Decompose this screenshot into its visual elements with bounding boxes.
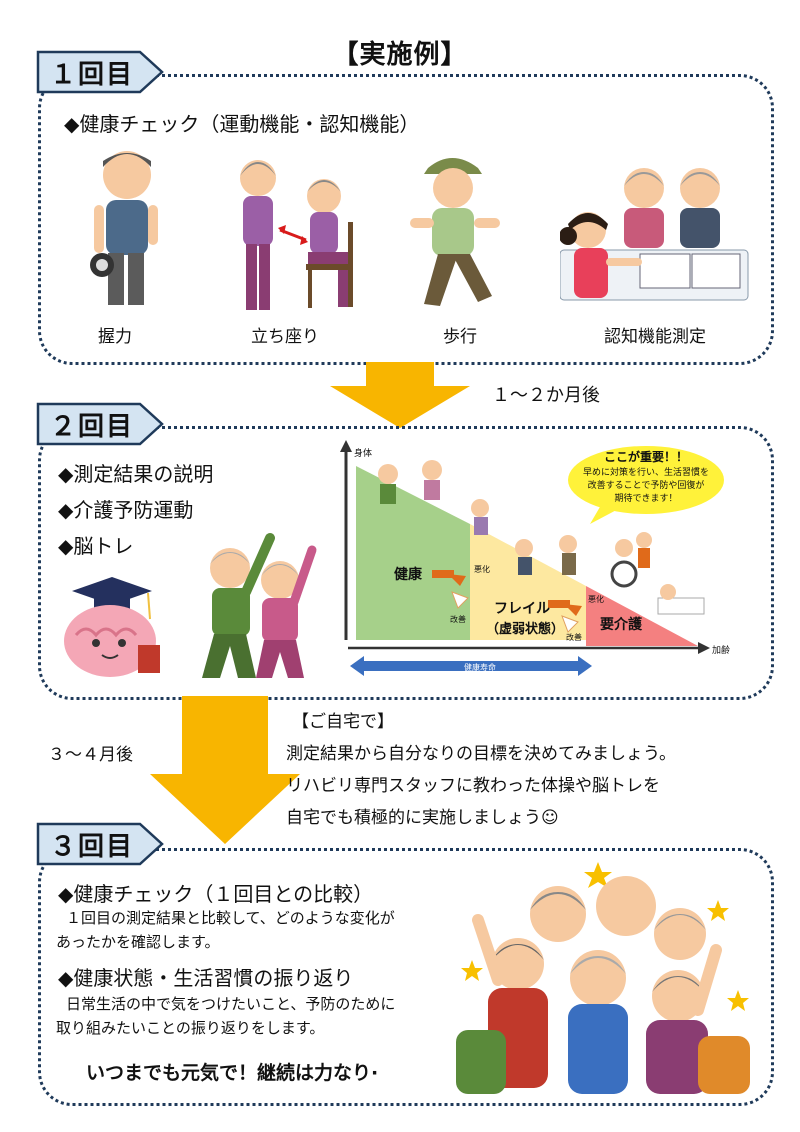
- session1-tab-label: １回目: [50, 60, 135, 90]
- bubble-line-3: 期待できます！: [614, 494, 678, 504]
- bubble-title: ここが重要！！: [603, 450, 688, 464]
- home-line-1: 測定結果から自分なりの目標を決めてみましょう。: [286, 744, 676, 764]
- care-zone: [586, 586, 698, 646]
- brain-training-icon: [64, 577, 160, 677]
- session1-tab: １回目: [36, 50, 166, 94]
- frail-zone: [470, 524, 586, 640]
- improve-label-1: 改善: [450, 615, 466, 624]
- down-arrow-2: [150, 696, 300, 844]
- interval-1: １～２か月後: [492, 385, 600, 406]
- sit-stand-person-icon: [240, 160, 353, 310]
- cognitive-label: 認知機能測定: [604, 327, 706, 347]
- page-title: 【実施例】: [332, 40, 468, 70]
- session3-tab-label: ３回目: [50, 832, 135, 862]
- slogan: いつまでも元気で！継続は力なり·: [86, 1062, 379, 1084]
- healthy-life-span: 健康寿命: [464, 663, 496, 672]
- cognitive-test-icon: [560, 168, 749, 301]
- stage-health: 健康: [394, 567, 422, 583]
- session2-item-3: ◆脳トレ: [58, 534, 134, 558]
- session2-tab-label: ２回目: [50, 412, 135, 442]
- session3-text-1b: あったかを確認します。: [56, 933, 220, 951]
- bubble-line-1: 早めに対策を行い、生活習慣を: [582, 468, 709, 478]
- sit-stand-label: 立ち座り: [251, 327, 319, 347]
- home-heading: 【ご自宅で】: [292, 712, 394, 732]
- session3-box: [38, 848, 774, 1106]
- interval-2: ３～４月後: [48, 745, 133, 765]
- session1-heading: ◆健康チェック（運動機能・認知機能）: [64, 112, 420, 136]
- cheering-seniors-icon: [456, 862, 750, 1094]
- exercise-seniors-icon: [202, 533, 317, 678]
- walking-label: 歩行: [443, 327, 477, 347]
- home-line-3: 自宅でも積極的に実施しましょう☺: [286, 808, 559, 828]
- session3-heading-1: ◆健康チェック（１回目との比較）: [58, 882, 374, 906]
- session3-text-1a: １回目の測定結果と比較して、どのような変化が: [66, 909, 395, 927]
- health-zone: [356, 466, 470, 640]
- session2-tab: ２回目: [36, 402, 166, 446]
- session3-text-2a: 日常生活の中で気をつけたいこと、予防のために: [66, 995, 396, 1013]
- diagram-x-label: 加齢: [712, 646, 731, 656]
- session3-tab: ３回目: [36, 822, 166, 866]
- diagram-y-label: 身体: [354, 449, 373, 459]
- frailty-diagram: [340, 440, 724, 676]
- grip-label: 握力: [98, 327, 132, 347]
- stage-frail-2: （虚弱状態）: [486, 622, 565, 637]
- down-arrow-1: [330, 362, 470, 428]
- bubble-line-2: 改善することで予防や回復が: [587, 481, 705, 491]
- session2-item-1: ◆測定結果の説明: [58, 462, 214, 486]
- improve-label-2: 改善: [566, 633, 582, 642]
- grip-strength-person-icon: [90, 151, 158, 305]
- stage-care: 要介護: [600, 617, 642, 633]
- session2-item-2: ◆介護予防運動: [58, 498, 194, 522]
- walking-person-icon: [410, 158, 500, 306]
- worsen-label-1: 悪化: [474, 565, 490, 574]
- session3-heading-2: ◆健康状態・生活習慣の振り返り: [58, 966, 354, 990]
- worsen-label-2: 悪化: [588, 595, 604, 604]
- stage-frail-1: フレイル: [494, 601, 550, 617]
- session2-box: [38, 426, 774, 700]
- session3-text-2b: 取り組みたいことの振り返りをします。: [56, 1019, 325, 1037]
- home-line-2: リハビリ専門スタッフに教わった体操や脳トレを: [286, 776, 660, 796]
